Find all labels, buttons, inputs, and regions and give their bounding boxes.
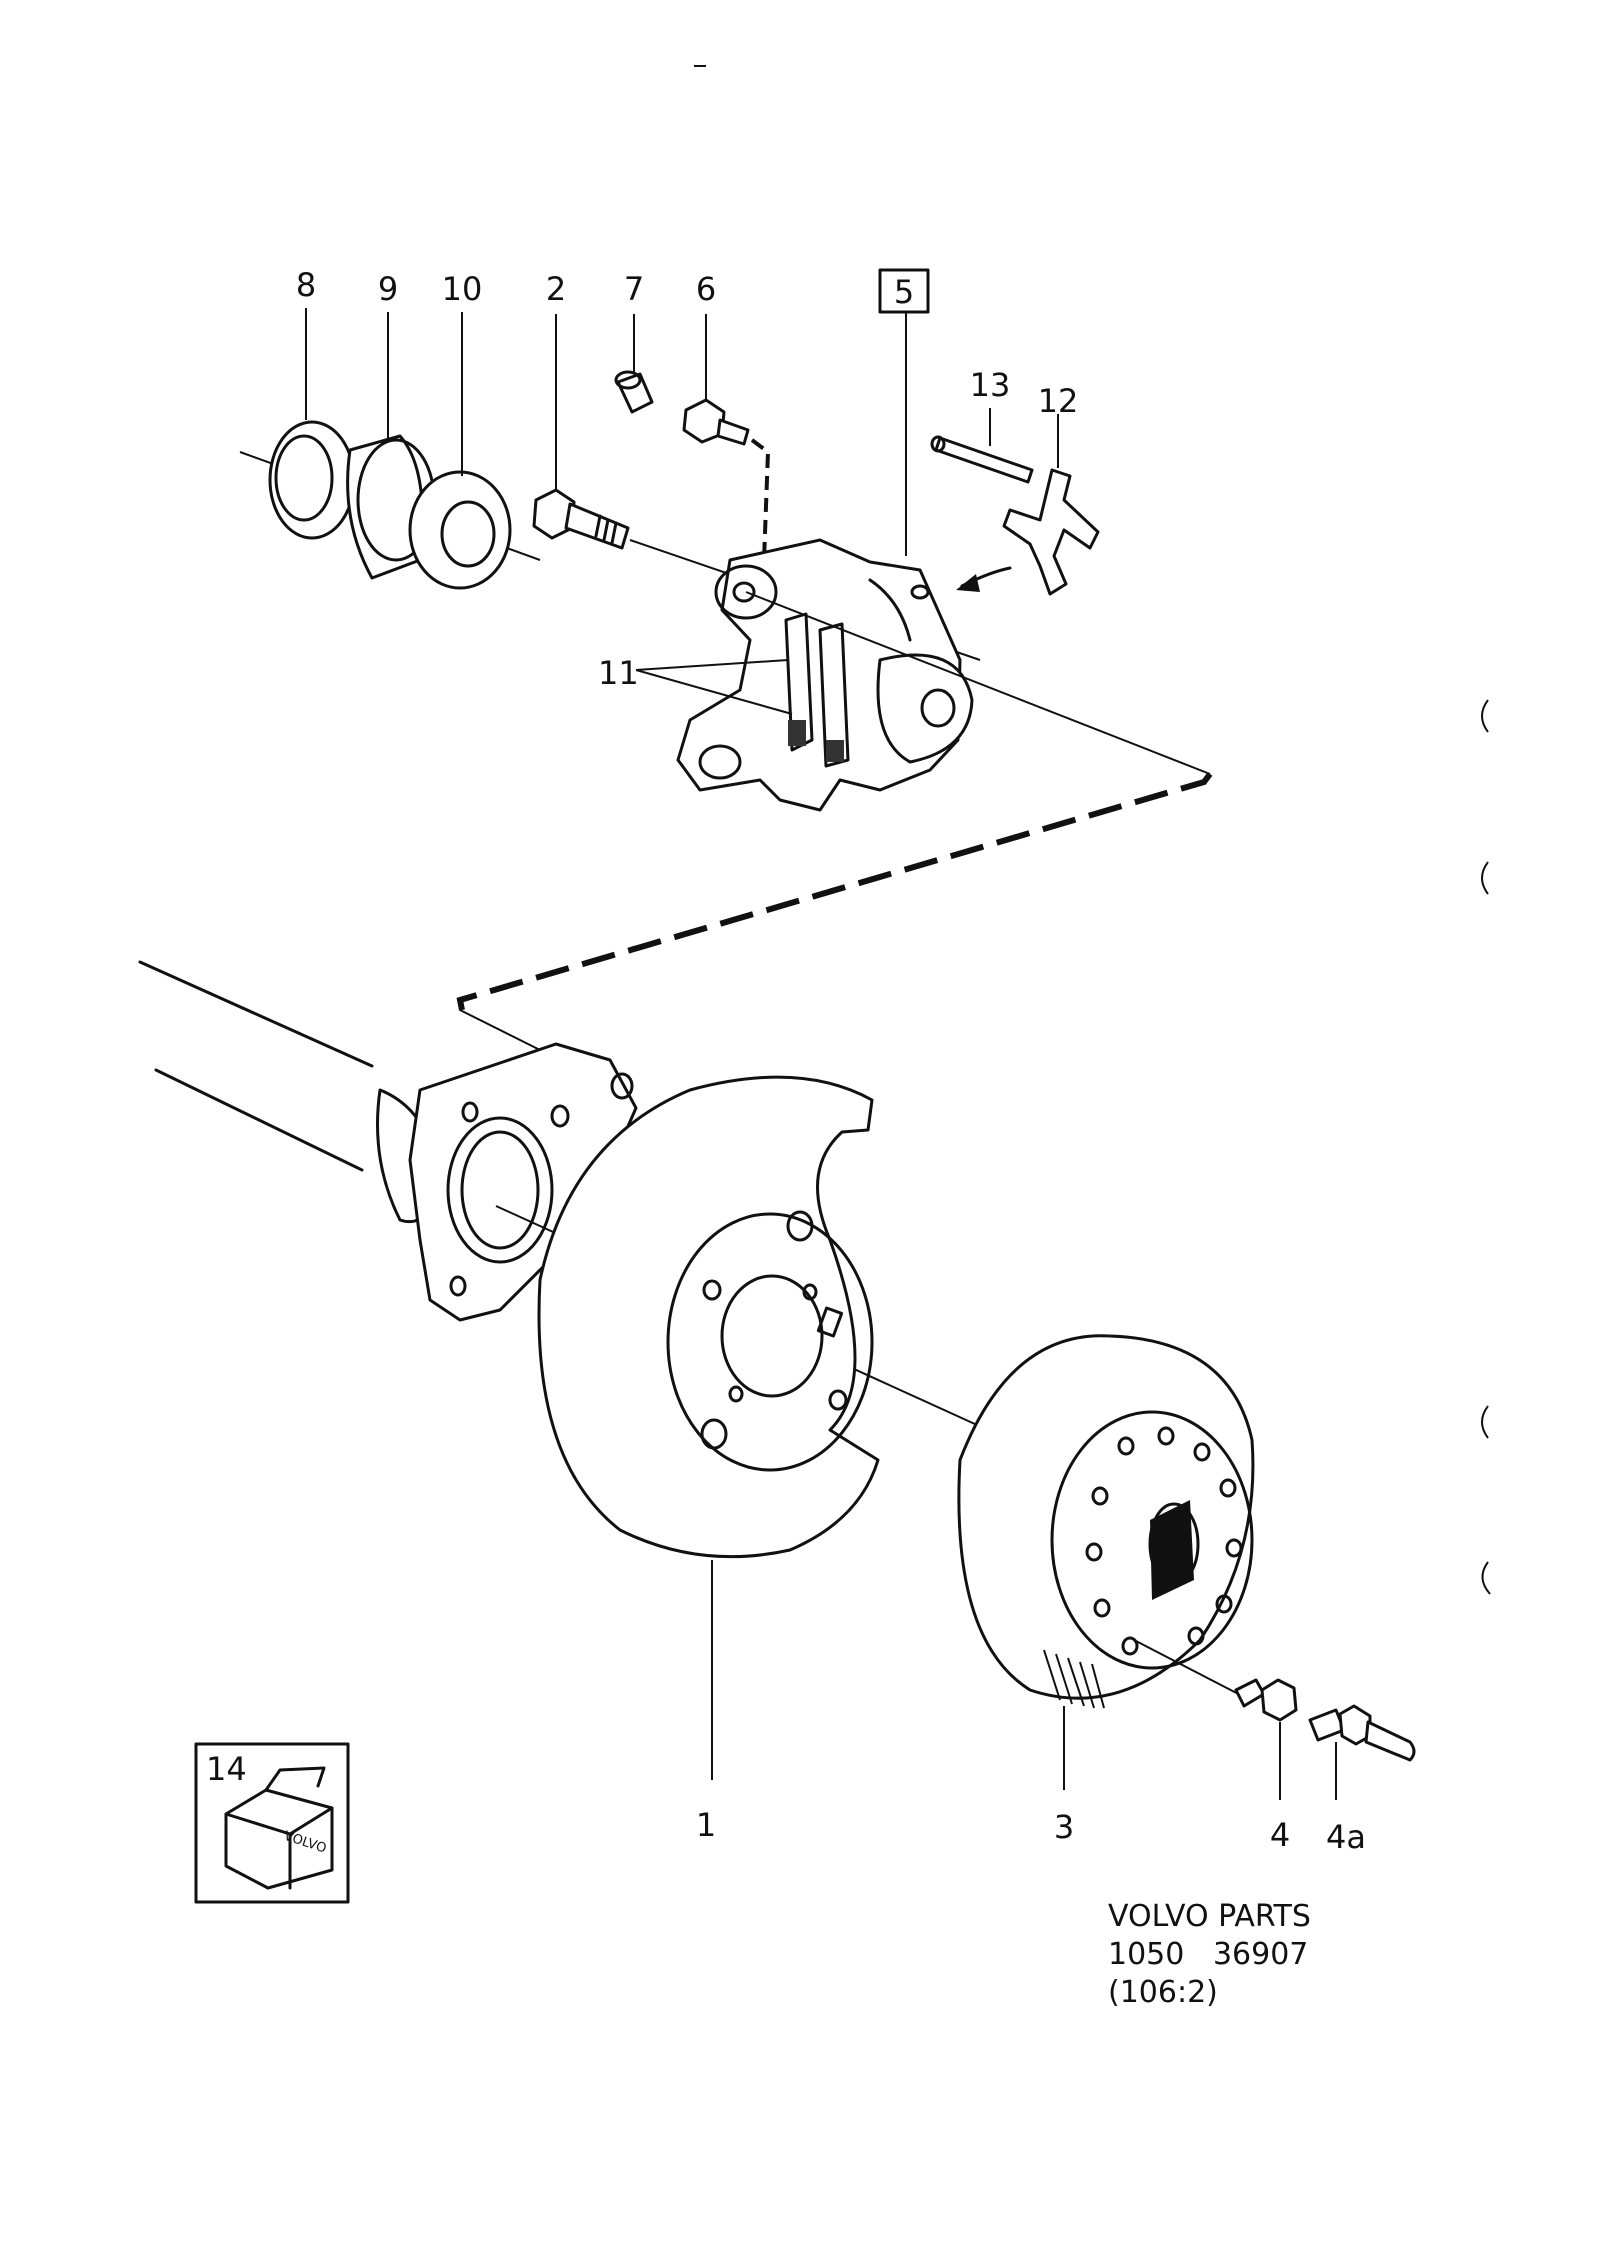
- direction-arrow-icon: [956, 566, 1012, 592]
- callout-5-box: [878, 268, 930, 314]
- wheel-stud-part-4a: [1308, 1704, 1416, 1800]
- disc-hatching: [1043, 1649, 1105, 1709]
- pin-part-13: [930, 435, 1034, 484]
- disc-hub-holes: [1085, 1426, 1243, 1656]
- callout-3: 3: [1054, 1808, 1074, 1846]
- wheel-bolt-part-4: [1234, 1678, 1298, 1800]
- binder-marks: [1481, 699, 1491, 1595]
- axle-housing: [138, 960, 1011, 1441]
- bleeder-screw-part-6: [682, 398, 750, 446]
- callout-9: 9: [378, 270, 398, 308]
- callout-13: 13: [970, 366, 1011, 404]
- callout-8: 8: [296, 266, 316, 304]
- caption-line-2: 1050 36907: [1108, 1937, 1309, 1972]
- callout-6: 6: [696, 270, 716, 308]
- callout-2: 2: [546, 270, 566, 308]
- callout-14: 14: [206, 1750, 247, 1788]
- brake-caliper-part-5: [676, 538, 1211, 812]
- bushing-assembly: [239, 420, 541, 590]
- callout-4a: 4a: [1326, 1818, 1366, 1856]
- callout-leaders: [305, 308, 1059, 715]
- brake-pads-part-11: [784, 612, 850, 768]
- repair-kit-box-part-14: [194, 1742, 350, 1904]
- ring-part-10: [408, 470, 512, 590]
- callout-11: 11: [598, 654, 639, 692]
- caption-line-3: (106:2): [1108, 1975, 1218, 2010]
- brake-disc-part-3: [957, 1334, 1255, 1790]
- callout-7: 7: [624, 270, 644, 308]
- callout-5: 5: [894, 273, 914, 311]
- cap-part-7: [614, 370, 654, 414]
- backing-plate-part-1: [537, 1075, 880, 1780]
- callout-12: 12: [1038, 382, 1079, 420]
- callout-labels: 8 9 10 2 7 6 5 13 12 11 1 3 4 4a 14 VOLV…: [206, 266, 1366, 1857]
- caption-line-1: VOLVO PARTS: [1108, 1899, 1311, 1934]
- spring-clip-part-12: [1002, 468, 1100, 596]
- callout-10: 10: [442, 270, 483, 308]
- parts-reference-caption: VOLVO PARTS 1050 36907 (106:2): [1108, 1898, 1311, 2012]
- callout-1: 1: [696, 1806, 716, 1844]
- callout-4: 4: [1270, 1816, 1290, 1854]
- ring-part-8: [268, 420, 356, 540]
